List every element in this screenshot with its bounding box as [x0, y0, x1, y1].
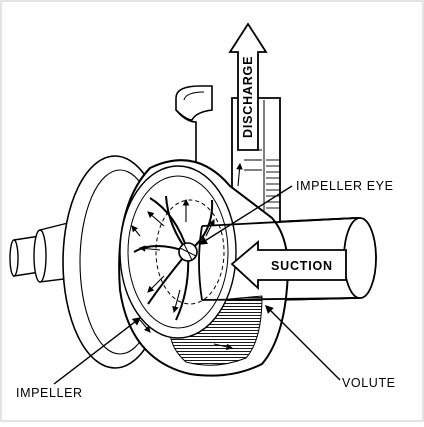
suction-label: SUCTION — [271, 259, 333, 273]
impeller-ring — [119, 165, 237, 339]
volute-label: VOLUTE — [342, 376, 396, 390]
flow-arrows — [131, 162, 243, 351]
impeller-eye-label: IMPELLER EYE — [296, 179, 394, 193]
discharge-neck-hatching — [242, 149, 280, 209]
discharge-arrow: DISCHARGE — [228, 22, 268, 151]
impeller-eye-hub — [178, 242, 198, 262]
impeller-label: IMPELLER — [16, 386, 83, 400]
suction-arrow: SUCTION — [230, 240, 347, 291]
discharge-label: DISCHARGE — [241, 56, 255, 138]
suction-pipe-front-edge — [198, 217, 357, 301]
leader-lines — [53, 185, 341, 385]
